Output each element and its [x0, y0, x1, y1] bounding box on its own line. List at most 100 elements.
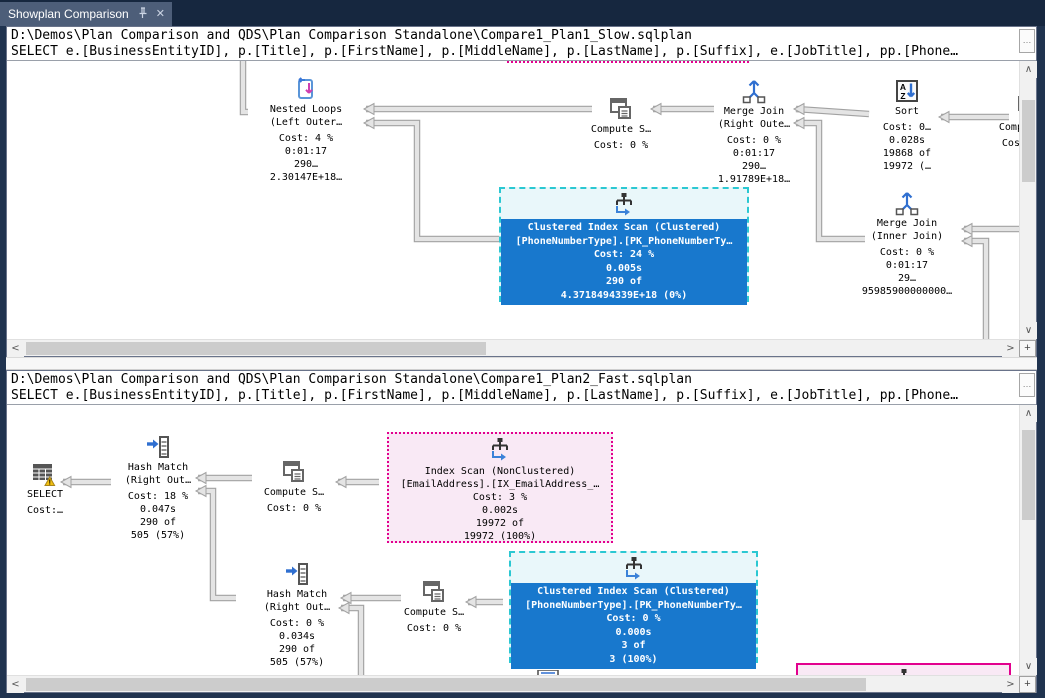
clustered-index-scan-icon	[501, 189, 747, 219]
scroll-up-icon[interactable]: ∧	[1020, 61, 1037, 78]
tab-showplan-comparison[interactable]: Showplan Comparison ✕	[0, 2, 172, 26]
compute-scalar-icon	[421, 578, 447, 606]
close-icon[interactable]: ✕	[155, 7, 165, 20]
pin-icon[interactable]	[137, 6, 148, 22]
node-line: 19972 (100%)	[463, 531, 537, 542]
node-line: 19868 of	[882, 148, 932, 159]
highlighted-node-partial[interactable]	[796, 663, 1011, 675]
node-line: 19972 (…	[882, 161, 932, 172]
node-line: 290…	[293, 159, 319, 170]
plan-canvas-top: Nested Loops(Left Outer…Cost: 4 %0:01:17…	[7, 61, 1019, 339]
node-line: 1.91789E+18…	[717, 174, 791, 185]
node-line: [PhoneNumberType].[PK_PhoneNumberTy…	[515, 235, 733, 247]
node-line: Hash Match	[127, 462, 189, 473]
compute-scalar-icon	[281, 458, 307, 486]
node-line: 290 of	[278, 644, 316, 655]
vertical-scroll-thumb[interactable]	[1022, 430, 1035, 520]
merge-join-icon	[740, 77, 768, 105]
zoom-in-button[interactable]: +	[1019, 340, 1036, 357]
clustered-index-scan-icon	[511, 553, 756, 583]
clustered-index-scan-highlighted[interactable]: Clustered Index Scan (Clustered) [PhoneNu…	[499, 187, 749, 305]
node-detail: Clustered Index Scan (Clustered) [PhoneNu…	[501, 219, 747, 305]
scroll-down-icon[interactable]: ∨	[1020, 658, 1037, 675]
compute-scalar[interactable]: Compute S…Cost: 0 %	[566, 95, 676, 152]
node-line: 3 of	[621, 640, 646, 651]
node-line: Nested Loops	[269, 104, 343, 115]
node-line: Cost: 18 %	[127, 491, 189, 502]
compute-scalar-partial[interactable]: Compute S…Cost: 0 %	[969, 93, 1019, 150]
tab-title: Showplan Comparison	[8, 7, 129, 21]
tool-window-tabstrip: Showplan Comparison ✕	[0, 0, 1045, 26]
nested-loops[interactable]: Nested Loops(Left Outer…Cost: 4 %0:01:17…	[236, 75, 376, 184]
horizontal-scrollbar-bottom[interactable]: < > +	[7, 675, 1036, 693]
hash-match[interactable]: Hash Match (Right Out… Cost: 18 % 0.047s 290…	[97, 433, 219, 542]
scroll-left-icon[interactable]: <	[7, 340, 24, 357]
node-line: Cost: 4 %	[278, 133, 334, 144]
node-line: (Right Out…	[124, 475, 192, 486]
scroll-up-icon[interactable]: ∧	[1020, 405, 1037, 422]
vertical-scroll-track[interactable]	[1020, 422, 1036, 658]
node-line: Cost: 3 %	[472, 492, 528, 503]
node-line: [PhoneNumberType].[PK_PhoneNumberTy…	[525, 599, 742, 611]
node-line: Cost: 24 %	[593, 249, 655, 260]
scroll-down-icon[interactable]: ∨	[1020, 322, 1037, 339]
node-line: Cost:…	[26, 505, 64, 516]
node-line: 0.034s	[278, 631, 316, 642]
compute-scalar[interactable]: Compute S…Cost: 0 %	[239, 458, 349, 515]
vertical-scrollbar-top[interactable]: ∧ ∨	[1019, 61, 1037, 339]
horizontal-scroll-track[interactable]	[24, 340, 1002, 356]
clustered-index-scan-highlighted[interactable]: Clustered Index Scan (Clustered)[PhoneNu…	[509, 551, 758, 669]
node-line: Clustered Index Scan (Clustered)	[527, 222, 721, 233]
node-line: 290 of	[139, 517, 177, 528]
scroll-right-icon[interactable]: >	[1002, 676, 1019, 693]
node-line: Cost: 0 %	[406, 623, 462, 634]
node-line: Cost: 0 %	[726, 135, 782, 146]
scroll-left-icon[interactable]: <	[7, 676, 24, 693]
node-line: SELECT	[26, 489, 64, 500]
vertical-scroll-track[interactable]	[1020, 78, 1036, 322]
node-line: 4.3718494339E+18 (0%)	[560, 289, 688, 301]
nested-loops-icon	[293, 75, 319, 103]
svg-text:A: A	[900, 82, 906, 92]
index-scan-highlighted[interactable]: Index Scan (NonClustered)[EmailAddress].…	[387, 432, 613, 543]
node-line: (Right Out…	[263, 602, 331, 613]
horizontal-scroll-thumb[interactable]	[26, 342, 486, 355]
vertical-scrollbar-bottom[interactable]: ∧ ∨	[1019, 405, 1037, 675]
pane-splitter[interactable]	[6, 357, 1037, 370]
compute-scalar-2[interactable]: Compute S…Cost: 0 %	[379, 578, 489, 635]
node-detail: Index Scan (NonClustered)[EmailAddress].…	[389, 464, 611, 544]
horizontal-scrollbar-top[interactable]: < > +	[7, 339, 1036, 357]
node-line: 2.30147E+18…	[269, 172, 343, 183]
index-scan-icon	[389, 434, 611, 464]
plan-pane-bottom: D:\Demos\Plan Comparison and QDS\Plan Co…	[6, 370, 1037, 693]
node-line: 95985900000000…	[861, 286, 953, 297]
partial-node-icon	[534, 667, 564, 675]
svg-text:Z: Z	[900, 91, 905, 101]
statement-expand-button[interactable]: …	[1019, 373, 1035, 397]
node-line: 19972 of	[475, 518, 525, 529]
plan-connectors	[239, 61, 1019, 339]
plan-header-bottom: D:\Demos\Plan Comparison and QDS\Plan Co…	[7, 371, 1036, 405]
node-line: 290…	[741, 161, 767, 172]
vertical-scroll-thumb[interactable]	[1022, 100, 1035, 182]
node-detail: Clustered Index Scan (Clustered)[PhoneNu…	[511, 583, 756, 669]
node-line: 505 (57%)	[130, 530, 186, 541]
horizontal-scroll-track[interactable]	[24, 676, 1002, 692]
horizontal-scroll-thumb[interactable]	[26, 678, 866, 691]
scroll-right-icon[interactable]: >	[1002, 340, 1019, 357]
node-line: 0:01:17	[284, 146, 328, 157]
statement-expand-button[interactable]: …	[1019, 29, 1035, 53]
plan-header-top: D:\Demos\Plan Comparison and QDS\Plan Co…	[7, 27, 1036, 61]
plan-query-text: SELECT e.[BusinessEntityID], p.[Title], …	[11, 44, 959, 59]
node-line: 0.002s	[481, 505, 519, 516]
zoom-in-button[interactable]: +	[1019, 676, 1036, 693]
node-line: 0.047s	[139, 504, 177, 515]
